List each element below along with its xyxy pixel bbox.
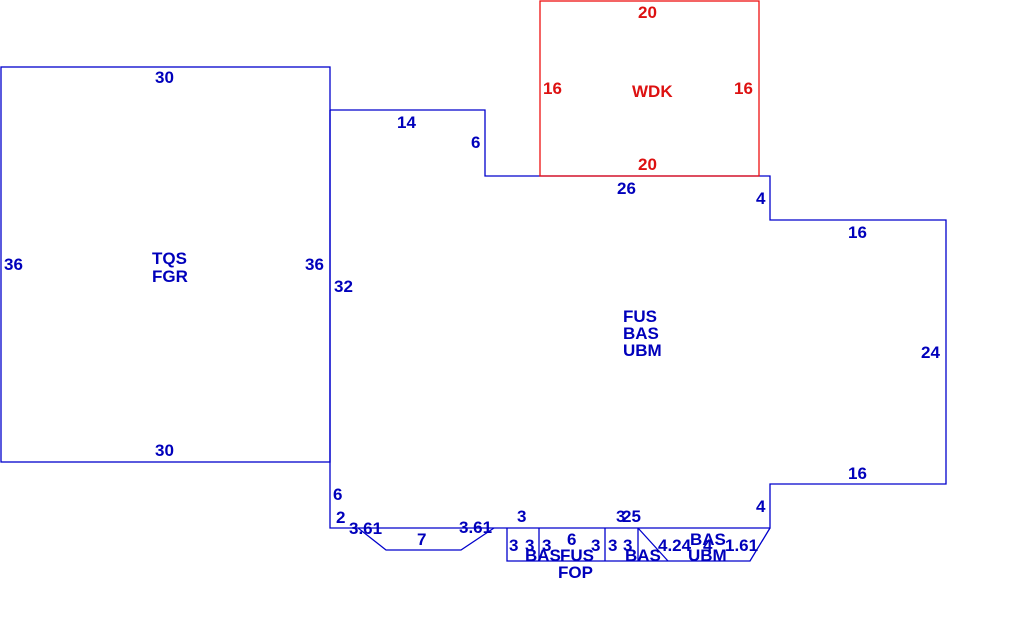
dim-garage-left: 36 [4,255,23,274]
porch-label-bas: BAS [525,546,561,565]
dim-house-right: 24 [921,343,940,362]
dim-porch-3e: 3 [591,536,600,555]
dim-deck-top: 20 [638,3,657,22]
dim-porch-6: 6 [567,530,576,549]
dim-house-top-left: 14 [397,113,416,132]
dim-bay-bottom: 7 [417,530,426,549]
porch-label-fus: FUS [560,546,594,565]
porch-center-label: BAS [625,546,661,565]
dim-porch-3d: 3 [542,536,551,555]
dim-porch-4: 4 [703,536,713,555]
porch-label-fop: FOP [558,563,593,582]
house-label-1: FUS [623,307,657,326]
dim-garage-bottom: 30 [155,441,174,460]
dim-deck-left: 16 [543,79,562,98]
dim-porch-3a: 3 [517,507,526,526]
dim-porch-161: 1.61 [725,536,758,555]
garage-label-2: FGR [152,267,188,286]
house-label-3: UBM [623,341,662,360]
dim-house-top: 26 [617,179,636,198]
dim-porch-3h: 3 [616,507,625,526]
bay-outline [357,527,495,551]
dim-house-step: 6 [471,133,480,152]
dim-house-left: 32 [334,277,353,296]
porch-right-label-2: UBM [688,546,727,565]
dim-porch-42: 4.24 [658,536,692,555]
dim-porch-25: 25 [622,507,641,526]
dim-house-top-right: 16 [848,223,867,242]
dim-house-step-bottom: 4 [756,497,766,516]
house-label-2: BAS [623,324,659,343]
porch-right-label-1: BAS [690,530,726,549]
deck-label: WDK [632,82,673,101]
dim-deck-bottom: 20 [638,155,657,174]
dim-house-left-lower: 6 [333,485,342,504]
house-outline [329,109,947,529]
dim-garage-top: 30 [155,68,174,87]
dim-house-step-right: 4 [756,189,766,208]
dim-garage-right: 36 [305,255,324,274]
deck-outline [539,0,760,177]
dim-deck-right: 16 [734,79,753,98]
dim-porch-3f: 3 [608,536,617,555]
dim-house-bottom-right: 16 [848,464,867,483]
dim-bay-diag-right: 3.61 [459,518,492,537]
porch-outline [506,527,771,562]
dim-porch-3b: 3 [509,536,518,555]
dim-bay-diag-left: 3.61 [349,519,382,538]
dim-porch-3c: 3 [525,536,534,555]
dim-house-left-lower2: 2 [336,508,345,527]
porch-diagonal [637,527,669,562]
dim-porch-3g: 3 [623,536,632,555]
garage-label-1: TQS [152,249,187,268]
